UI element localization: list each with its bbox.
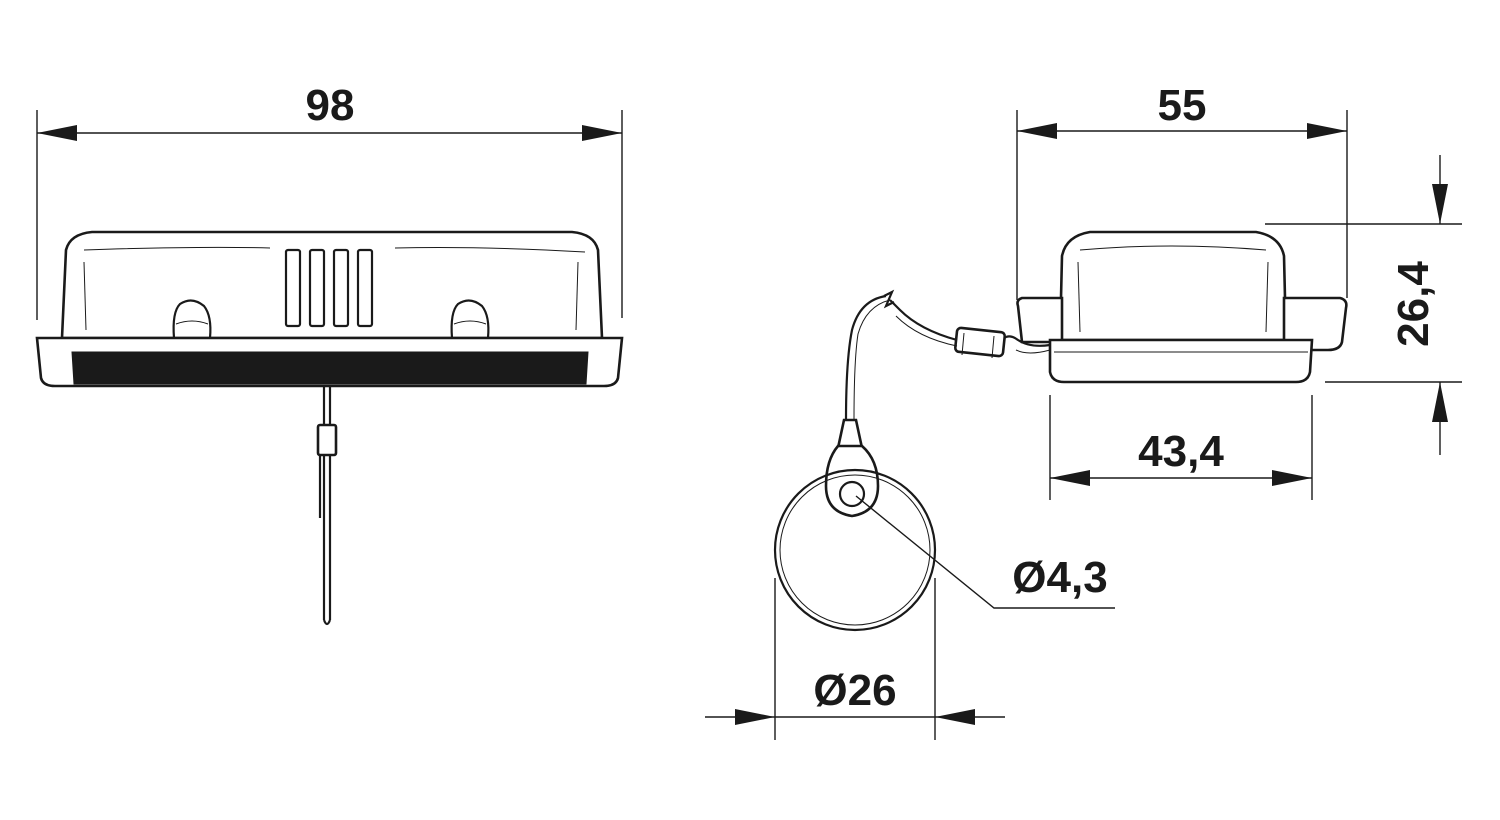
side-tab-left (1016, 296, 1064, 344)
vent-slot (332, 248, 350, 328)
side-tab-right (1282, 296, 1348, 352)
housing-body (60, 230, 604, 340)
leader-4-3 (855, 495, 1115, 609)
arrow-right-98 (582, 125, 622, 141)
side-dome (1058, 230, 1288, 342)
crimp-barrel (836, 418, 864, 450)
arrow-right-43-4 (1272, 470, 1312, 486)
vent-slot (356, 248, 374, 328)
drop-wire (844, 294, 887, 421)
ring-terminal-hole (838, 480, 866, 508)
side-cable-exit-inner (1015, 349, 1051, 354)
cable-front-end (322, 619, 332, 626)
arrow-left-55 (1017, 123, 1057, 139)
bump-right-detail (453, 320, 487, 325)
front-view: 98 (35, 81, 624, 626)
arrow-bottom-26-4 (1432, 382, 1448, 422)
side-base (1048, 338, 1314, 384)
side-sheen-left (1077, 261, 1081, 333)
arrow-left-26 (735, 709, 775, 725)
sheen-line-right (394, 247, 586, 253)
side-sheen-right (1265, 261, 1269, 333)
base-seal (71, 351, 589, 385)
dim-label-55: 55 (1158, 81, 1207, 130)
side-cable-wire-inner (895, 315, 958, 347)
arrow-top-26-4 (1432, 184, 1448, 224)
vent-slot (308, 248, 326, 328)
dim-label-26: Ø26 (813, 666, 896, 715)
arrow-left-98 (37, 125, 77, 141)
arrow-right-26 (935, 709, 975, 725)
sheen-line-vert-right (575, 261, 579, 331)
side-cable-exit (1003, 335, 1051, 347)
arrow-right-55 (1307, 123, 1347, 139)
arrow-left-43-4 (1050, 470, 1090, 486)
sheen-line-vert-left (83, 261, 87, 331)
vent-slot (284, 248, 302, 328)
dim-label-43-4: 43,4 (1138, 427, 1224, 476)
bump-left (172, 299, 212, 339)
bump-left-detail (175, 320, 209, 325)
dim-label-98: 98 (306, 81, 355, 130)
dim-label-26-4: 26,4 (1389, 261, 1438, 347)
sheen-line-left (83, 246, 271, 251)
bump-right (450, 299, 490, 339)
cable-coil-inner (779, 474, 931, 626)
side-ferrule-ring (961, 332, 965, 356)
cable-break-mark (883, 289, 895, 309)
side-view: 55 26,4 43,4 (705, 81, 1462, 740)
dim-label-4-3: Ø4,3 (1012, 553, 1107, 602)
side-sheen-top (1079, 245, 1267, 251)
ferrule-front (316, 423, 338, 457)
drop-wire-inner (853, 299, 891, 421)
cable-coil (773, 468, 937, 632)
side-ferrule-ring (991, 335, 995, 359)
